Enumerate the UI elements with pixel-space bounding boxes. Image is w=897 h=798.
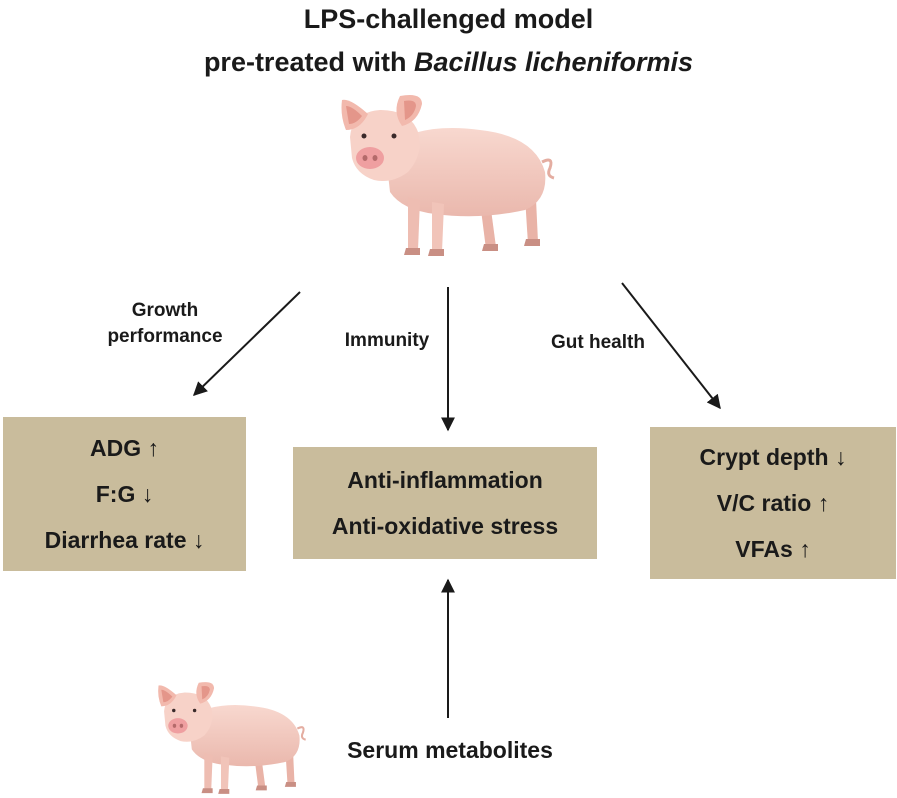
title-species: Bacillus licheniformis <box>413 47 694 77</box>
label-growth-line2: performance <box>107 326 223 347</box>
gut-item: V/C ratio ↑ <box>716 490 830 516</box>
growth-item: ADG ↑ <box>90 435 159 461</box>
arrow-gut <box>621 282 721 410</box>
immunity-item: Anti-oxidative stress <box>331 513 559 539</box>
diagram-title-line-1: LPS-challenged model <box>303 4 594 34</box>
box-gut-health: Crypt depth ↓ V/C ratio ↑ VFAs ↑ <box>650 427 896 579</box>
label-gut-health: Gut health <box>551 332 645 353</box>
gut-item: VFAs ↑ <box>735 536 811 562</box>
label-immunity: Immunity <box>344 330 430 351</box>
growth-item: Diarrhea rate ↓ <box>44 527 205 553</box>
arrow-growth <box>192 291 301 396</box>
diagram-title-line-2: pre-treated with Bacillus licheniformis <box>0 45 897 79</box>
immunity-item: Anti-inflammation <box>347 467 543 493</box>
box-immunity: Anti-inflammation Anti-oxidative stress <box>293 447 597 559</box>
label-serum-metabolites: Serum metabolites <box>347 737 553 763</box>
piglet-large-icon <box>341 95 555 256</box>
label-growth-performance: Growth performance <box>92 298 238 350</box>
box-growth-performance: ADG ↑ F:G ↓ Diarrhea rate ↓ <box>3 417 246 571</box>
title-prefix: pre-treated with <box>203 47 414 77</box>
piglet-small-icon <box>158 682 306 794</box>
gut-item: Crypt depth ↓ <box>699 444 847 470</box>
growth-item: F:G ↓ <box>95 481 154 507</box>
label-growth-line1: Growth <box>131 300 199 321</box>
